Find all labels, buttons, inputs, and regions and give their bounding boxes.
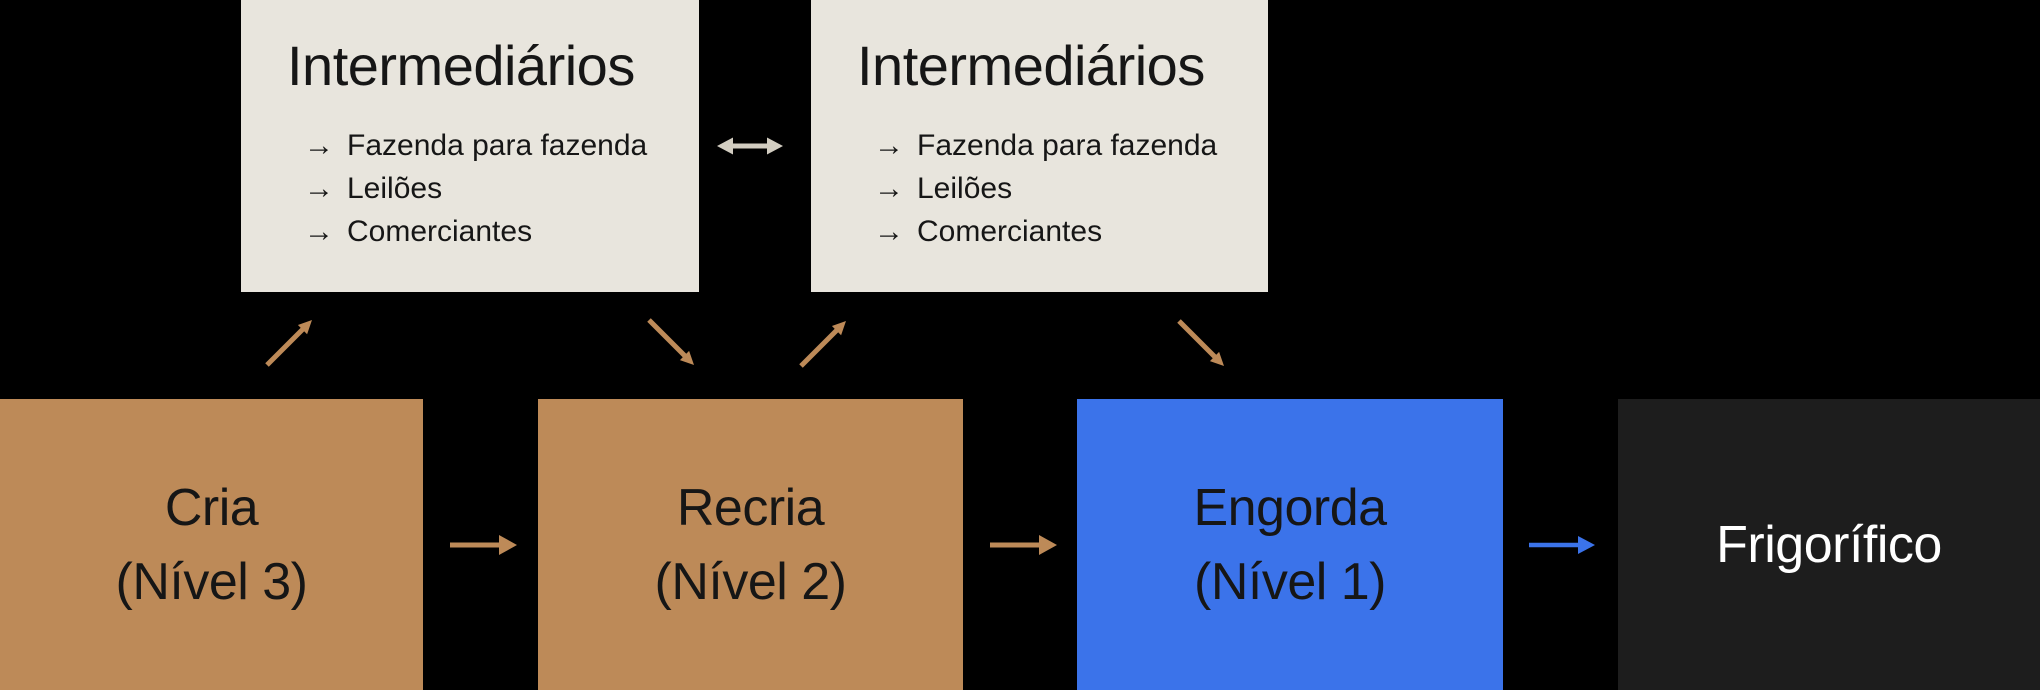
arrow-right-icon: → — [304, 172, 334, 205]
stage-box-engorda: Engorda (Nível 1) — [1077, 399, 1503, 690]
stage-name: Frigorífico — [1716, 515, 1942, 574]
stage-level: (Nível 2) — [654, 552, 847, 611]
list-item: → Leilões — [304, 167, 669, 210]
intermediaries-right-title: Intermediários — [857, 34, 1205, 97]
list-item: → Fazenda para fazenda — [874, 124, 1238, 167]
arrow-intermediaries-to-recria-icon — [645, 316, 697, 373]
arrow-right-icon: → — [304, 129, 334, 162]
arrow-cria-to-recria-icon — [448, 531, 518, 564]
arrow-cria-to-intermediaries-icon — [263, 317, 315, 374]
arrow-intermediaries-to-engorda-icon — [1175, 317, 1227, 374]
stage-name: Cria — [164, 478, 259, 537]
list-item: → Leilões — [874, 167, 1238, 210]
list-item-label: Fazenda para fazenda — [347, 129, 648, 162]
arrow-right-icon: → — [304, 215, 334, 248]
intermediaries-box-left: Intermediários → Fazenda para fazenda → Le… — [241, 0, 699, 292]
arrow-recria-to-intermediaries-icon — [797, 318, 849, 375]
stage-box-recria: Recria (Nível 2) — [538, 399, 963, 690]
arrow-right-icon: → — [874, 215, 904, 248]
list-item: → Comerciantes — [304, 210, 669, 253]
stage-level: (Nível 1) — [1194, 552, 1386, 611]
list-item-label: Leilões — [347, 172, 443, 205]
list-item-label: Comerciantes — [917, 215, 1103, 248]
arrow-right-icon: → — [874, 129, 904, 162]
list-item-label: Fazenda para fazenda — [917, 129, 1218, 162]
arrow-right-icon: → — [874, 172, 904, 205]
list-item: → Fazenda para fazenda — [304, 124, 669, 167]
arrow-engorda-to-frigorifico-icon — [1527, 531, 1597, 564]
list-item-label: Comerciantes — [347, 215, 533, 248]
intermediaries-left-title: Intermediários — [287, 34, 635, 97]
intermediaries-right-list: → Fazenda para fazenda → Leilões → Comercia… — [874, 124, 1238, 253]
list-item-label: Leilões — [917, 172, 1013, 205]
stage-box-cria: Cria (Nível 3) — [0, 399, 423, 690]
double-arrow-intermediaries-icon — [717, 134, 783, 163]
stage-box-frigorifico: Frigorífico — [1618, 399, 2040, 690]
intermediaries-left-list: → Fazenda para fazenda → Leilões → Comercia… — [304, 124, 669, 253]
stage-name: Recria — [676, 478, 825, 537]
list-item: → Comerciantes — [874, 210, 1238, 253]
stage-name: Engorda — [1193, 478, 1387, 537]
stage-level: (Nível 3) — [115, 552, 308, 611]
arrow-recria-to-engorda-icon — [988, 531, 1058, 564]
intermediaries-box-right: Intermediários → Fazenda para fazenda → Le… — [811, 0, 1268, 292]
